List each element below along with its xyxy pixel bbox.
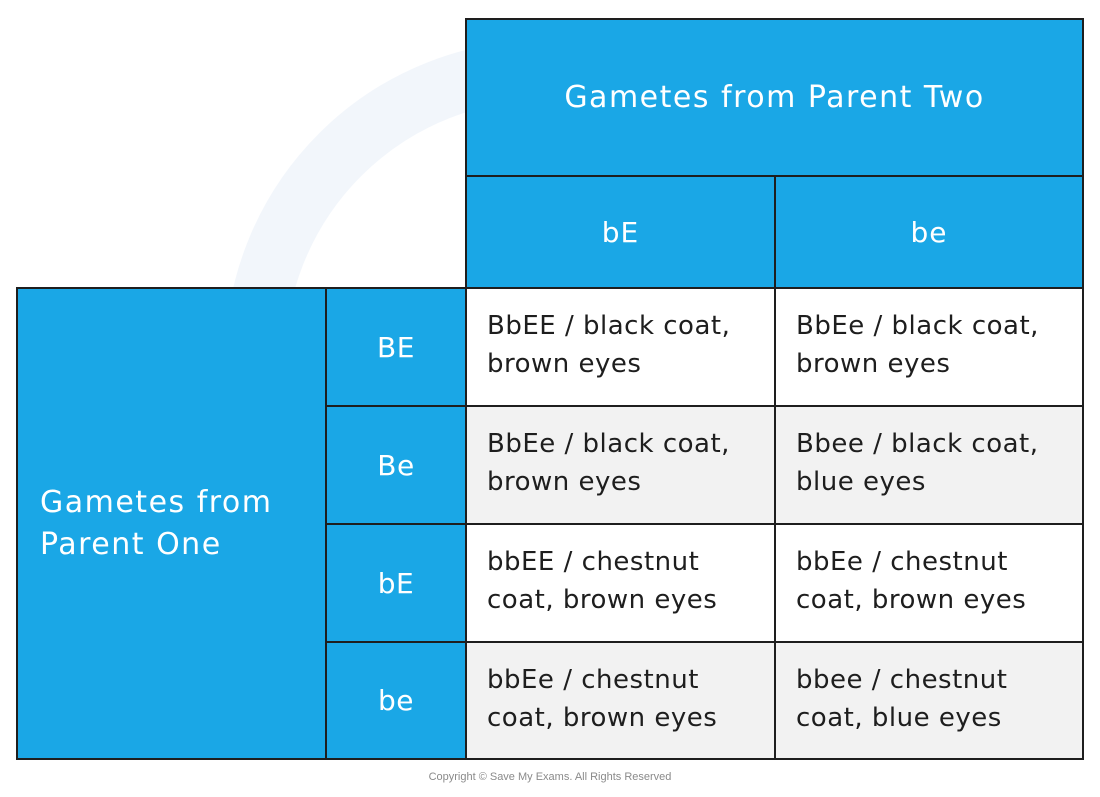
parent-one-label: Gametes from Parent One [40, 482, 273, 566]
offspring-cell: bbEE / chestnut coat, brown eyes [465, 523, 776, 643]
offspring-cell: BbEe / black coat, brown eyes [774, 287, 1084, 407]
offspring-text-line: bbEe / chestnut [796, 547, 1008, 577]
row-gamete-label: BE [377, 330, 415, 364]
row-gamete-header: bE [325, 523, 467, 643]
parent-one-label-line: Parent One [40, 526, 222, 562]
offspring-text-line: BbEE / black coat, [487, 311, 731, 341]
offspring-text-line: brown eyes [796, 349, 951, 379]
column-gamete-label: bE [601, 215, 640, 249]
offspring-text-line: coat, blue eyes [796, 703, 1002, 733]
offspring-text-line: BbEe / black coat, [487, 429, 730, 459]
row-gamete-label: be [378, 684, 414, 717]
offspring-cell: bbee / chestnut coat, blue eyes [774, 641, 1084, 760]
offspring-text-line: coat, brown eyes [796, 585, 1027, 615]
column-gamete-header: be [774, 175, 1084, 289]
offspring-text-line: brown eyes [487, 467, 642, 497]
row-gamete-header: be [325, 641, 467, 760]
offspring-text-line: coat, brown eyes [487, 585, 718, 615]
offspring-text-line: bbEE / chestnut [487, 547, 700, 577]
parent-two-header: Gametes from Parent Two [465, 18, 1084, 177]
offspring-cell: BbEE / black coat, brown eyes [465, 287, 776, 407]
parent-one-header: Gametes from Parent One [16, 287, 327, 760]
row-gamete-label: bE [377, 566, 415, 600]
offspring-text-line: blue eyes [796, 467, 926, 497]
offspring-text-line: Bbee / black coat, [796, 429, 1039, 459]
offspring-cell: bbEe / chestnut coat, brown eyes [774, 523, 1084, 643]
offspring-text-line: coat, brown eyes [487, 703, 718, 733]
parent-one-label-line: Gametes from [40, 484, 273, 520]
offspring-text-line: BbEe / black coat, [796, 311, 1039, 341]
offspring-text-line: bbEe / chestnut [487, 665, 699, 695]
column-gamete-header: bE [465, 175, 776, 289]
row-gamete-label: Be [377, 448, 415, 482]
offspring-text-line: brown eyes [487, 349, 642, 379]
offspring-cell: bbEe / chestnut coat, brown eyes [465, 641, 776, 760]
column-gamete-label: be [910, 215, 948, 249]
parent-two-label: Gametes from Parent Two [564, 80, 985, 115]
offspring-cell: BbEe / black coat, brown eyes [465, 405, 776, 525]
offspring-cell: Bbee / black coat, blue eyes [774, 405, 1084, 525]
row-gamete-header: Be [325, 405, 467, 525]
copyright-notice: Copyright © Save My Exams. All Rights Re… [428, 771, 672, 783]
offspring-text-line: bbee / chestnut [796, 665, 1008, 695]
row-gamete-header: BE [325, 287, 467, 407]
